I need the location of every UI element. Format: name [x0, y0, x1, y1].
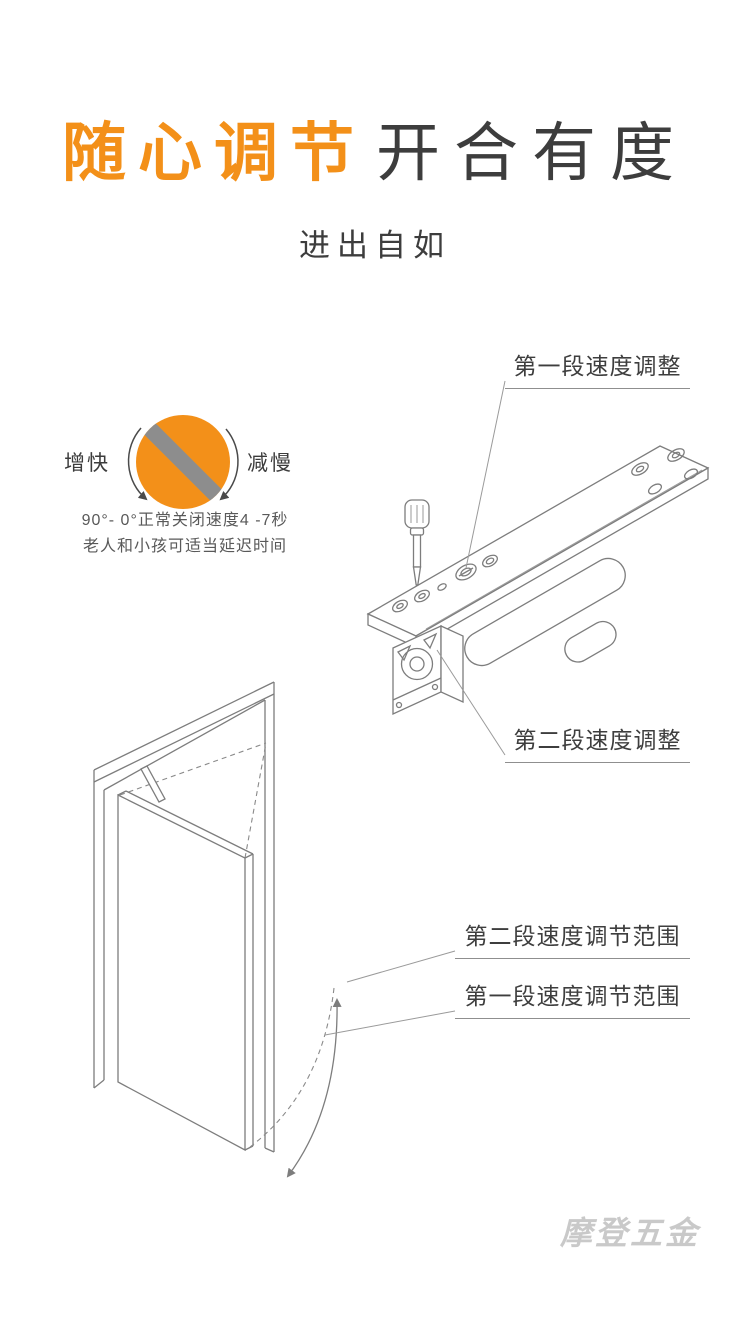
page-title: 随心调节开合有度 — [0, 102, 750, 194]
leader-second-speed-range — [346, 950, 456, 983]
closer-body — [392, 624, 464, 716]
title-rest: 开合有度 — [376, 117, 688, 189]
callout-first-speed-range: 第一段速度调节范围 — [455, 977, 690, 1019]
screwdriver — [404, 499, 430, 586]
dial-caption-line1: 90°- 0°正常关闭速度4 -7秒 — [81, 512, 289, 529]
leader-first-speed-adjust — [465, 380, 506, 569]
dial-caption: 90°- 0°正常关闭速度4 -7秒 老人和小孩可适当延迟时间 — [35, 508, 335, 560]
dial-faster-label: 增快 — [64, 452, 110, 475]
body-bore — [400, 647, 434, 681]
closer-arm — [140, 765, 166, 803]
callout-first-speed-adjust-text: 第一段速度调整 — [513, 353, 682, 379]
callout-second-speed-range-text: 第二段速度调节范围 — [464, 923, 681, 949]
dial-slower-label: 减慢 — [247, 452, 293, 475]
brand-watermark: 摩登五金 — [559, 1215, 700, 1251]
speed-dial-graphic — [127, 415, 239, 509]
dial-caption-line2: 老人和小孩可适当延迟时间 — [82, 538, 287, 555]
callout-first-speed-range-text: 第一段速度调节范围 — [464, 983, 681, 1009]
slower-direction-arrow — [219, 428, 239, 501]
title-highlight: 随心调节 — [62, 117, 366, 189]
page-subtitle: 进出自如 — [299, 228, 451, 263]
door-panel — [117, 765, 254, 1152]
plate-holes — [392, 448, 699, 613]
door-frame — [93, 681, 275, 1153]
faster-direction-arrow — [127, 427, 148, 501]
closer-cylinder — [464, 557, 626, 667]
dial-slot — [136, 415, 230, 509]
callout-second-speed-adjust-text: 第二段速度调整 — [513, 727, 682, 753]
leader-second-speed-adjust — [436, 649, 506, 756]
door-swing-diagram — [93, 681, 342, 1178]
swing-range-arc — [286, 998, 342, 1178]
screwdriver-tip — [412, 566, 422, 586]
callout-first-speed-adjust: 第一段速度调整 — [505, 347, 690, 389]
swing-path-dashed-arc — [249, 987, 335, 1148]
second-stage-screw — [482, 554, 498, 568]
first-stage-screw — [455, 563, 477, 581]
leader-first-speed-range — [324, 1010, 456, 1036]
callout-second-speed-adjust: 第二段速度调整 — [505, 721, 690, 763]
screwdriver-shaft — [412, 534, 422, 568]
leader-lines — [324, 380, 506, 1036]
closer-small-cylinder — [564, 620, 617, 663]
door-closer-mechanism — [366, 445, 710, 716]
callout-second-speed-range: 第二段速度调节范围 — [455, 917, 690, 959]
